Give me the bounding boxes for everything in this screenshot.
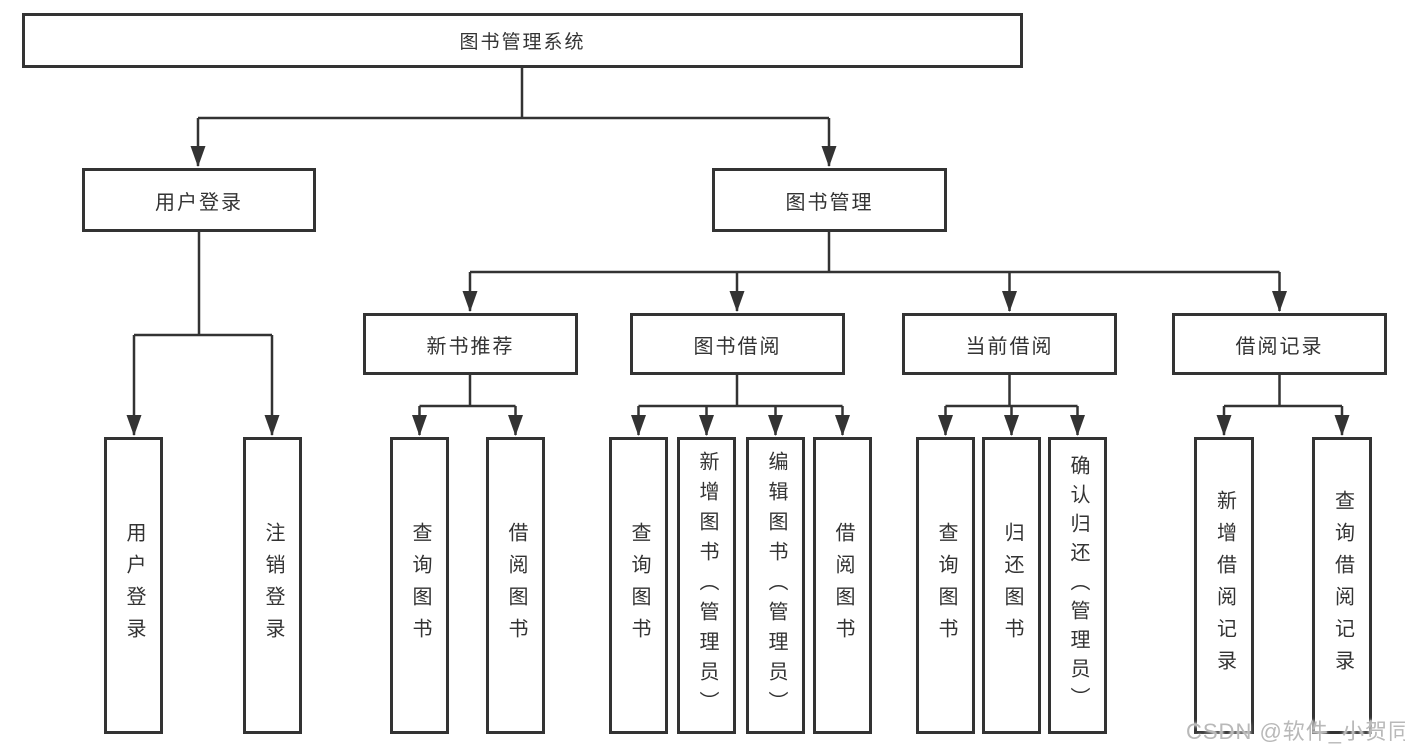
node-new-book-recommendation: 新书推荐 bbox=[363, 313, 578, 375]
leaf-user-login: 用户登录 bbox=[104, 437, 163, 734]
csdn-watermark: CSDN @软件_小贺同学 bbox=[1186, 719, 1405, 744]
leaf-add-books-admin: 新增图书（管理员） bbox=[677, 437, 736, 734]
node-current-borrowing: 当前借阅 bbox=[902, 313, 1117, 375]
leaf-query-books-recommend: 查询图书 bbox=[390, 437, 449, 734]
leaf-borrow-books-recommend: 借阅图书 bbox=[486, 437, 545, 734]
leaf-confirm-return-admin: 确认归还（管理员） bbox=[1048, 437, 1107, 734]
node-book-management: 图书管理 bbox=[712, 168, 947, 232]
leaf-return-books: 归还图书 bbox=[982, 437, 1041, 734]
node-book-borrowing: 图书借阅 bbox=[630, 313, 845, 375]
leaf-borrow-books: 借阅图书 bbox=[813, 437, 872, 734]
node-library-management-system: 图书管理系统 bbox=[22, 13, 1023, 68]
leaf-logout: 注销登录 bbox=[243, 437, 302, 734]
leaf-query-borrow-record: 查询借阅记录 bbox=[1312, 437, 1372, 734]
leaf-query-books-borrow: 查询图书 bbox=[609, 437, 668, 734]
node-borrowing-records: 借阅记录 bbox=[1172, 313, 1387, 375]
leaf-query-books-current: 查询图书 bbox=[916, 437, 975, 734]
leaf-add-borrow-record: 新增借阅记录 bbox=[1194, 437, 1254, 734]
node-user-login: 用户登录 bbox=[82, 168, 316, 232]
leaf-edit-books-admin: 编辑图书（管理员） bbox=[746, 437, 805, 734]
